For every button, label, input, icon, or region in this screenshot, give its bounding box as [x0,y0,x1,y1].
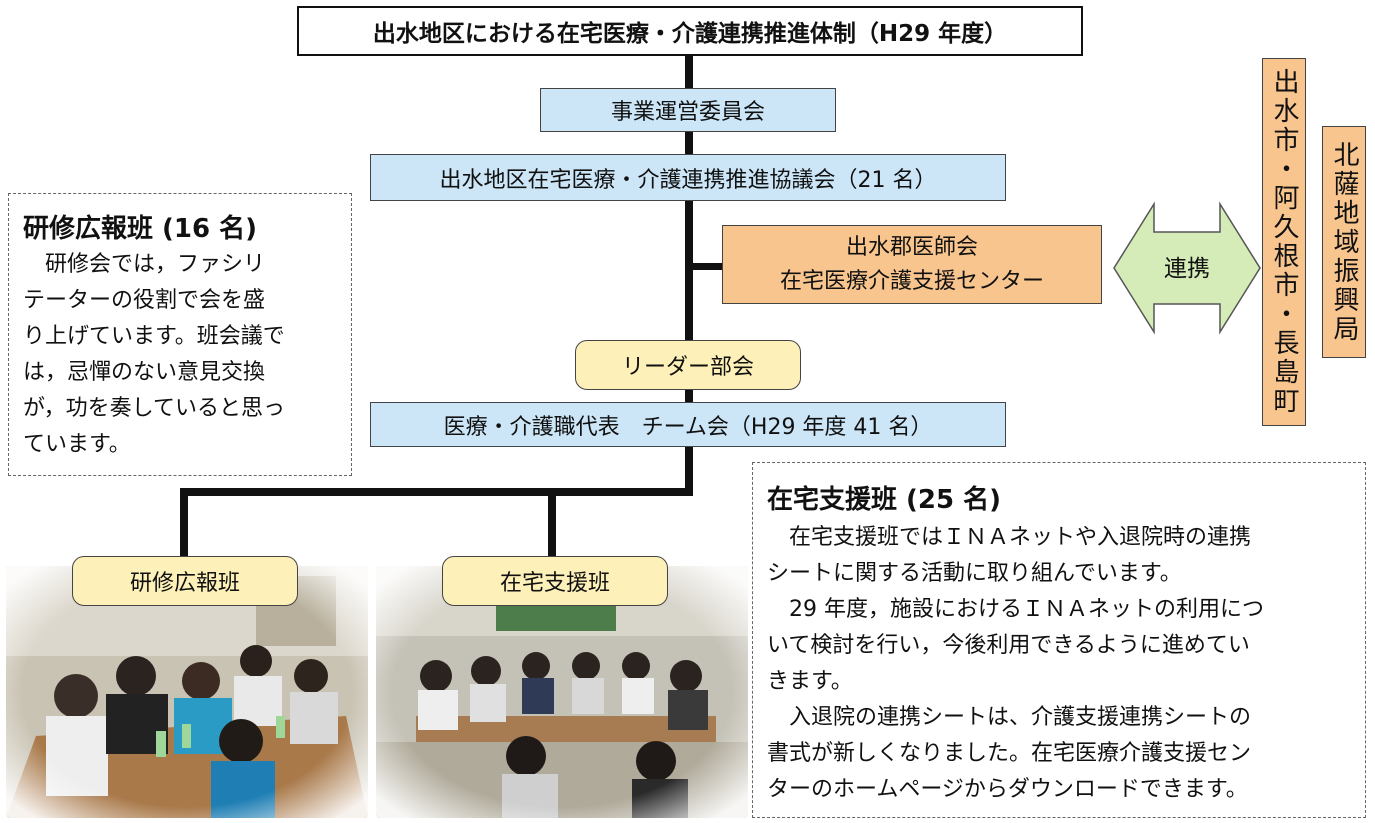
training-panel-line: が，功を奏していると思っ [23,396,286,421]
training-panel-line: は，忌憚のない意見交換 [23,360,266,385]
home-panel-line: 書式が新しくなりました。在宅医療介護支援セン [767,741,1252,766]
trunk-line-top [685,44,693,454]
home-panel-line: 入退院の連携シートは、介護支援連携シートの [767,705,1252,730]
home-panel-line: 在宅支援班ではＩＮＡネットや入退院時の連携 [767,525,1252,550]
home-panel-line: シートに関する活動に取り組んでいます。 [767,561,1182,586]
training-panel-line: 研修会では，ファシリ [23,252,266,277]
training-panel-line: り上げています。班会議で [23,324,285,349]
left-drop-line [180,488,188,560]
home-panel-line: きます。 [767,669,853,694]
home-panel-line: 29 年度，施設におけるＩＮＡネットの利用につ [767,597,1264,622]
training-panel-heading: 研修広報班 (16 名) [23,214,258,244]
team-meeting-box: 医療・介護職代表 チーム会（H29 年度 41 名） [370,402,1006,447]
home-support-panel: 在宅支援班 (25 名) 在宅支援班ではＩＮＡネットや入退院時の連携 シートに関… [752,462,1366,818]
link-label: 連携 [1164,256,1210,282]
diagram-title: 出水地区における在宅医療・介護連携推進体制（H29 年度） [297,6,1083,56]
council-box: 出水地区在宅医療・介護連携推進協議会（21 名） [370,154,1006,201]
committee-box: 事業運営委員会 [540,88,836,132]
trunk-line-bottom [685,445,693,495]
center-branch-line [689,263,725,270]
support-center-line2: 在宅医療介護支援センター [779,268,1044,294]
split-horizontal-line [180,488,693,496]
link-double-arrow [1113,201,1261,335]
municipalities-box: 出水市・阿久根市・長島町 [1262,58,1306,426]
regional-office-box: 北薩地域振興局 [1322,126,1366,358]
support-center-box: 出水郡医師会 在宅医療介護支援センター [722,225,1102,304]
right-drop-line [548,488,556,560]
training-panel-line: ています。 [23,432,131,457]
municipalities-label: 出水市・阿久根市・長島町 [1269,68,1299,416]
training-group-photo [6,566,368,818]
leaders-box: リーダー部会 [575,340,801,390]
training-group-panel: 研修広報班 (16 名) 研修会では，ファシリ テーターの役割で会を盛 り上げて… [8,193,352,476]
home-support-group-label: 在宅支援班 [442,556,668,606]
regional-office-label: 北薩地域振興局 [1329,140,1359,344]
training-group-label: 研修広報班 [72,556,298,606]
support-center-line1: 出水郡医師会 [845,234,978,260]
training-panel-line: テーターの役割で会を盛 [23,288,266,313]
home-panel-heading: 在宅支援班 (25 名) [767,485,1002,515]
home-panel-line: いて検討を行い，今後利用できるように進めてい [767,633,1250,658]
home-panel-line: ターのホームページからダウンロードできます。 [767,777,1248,802]
